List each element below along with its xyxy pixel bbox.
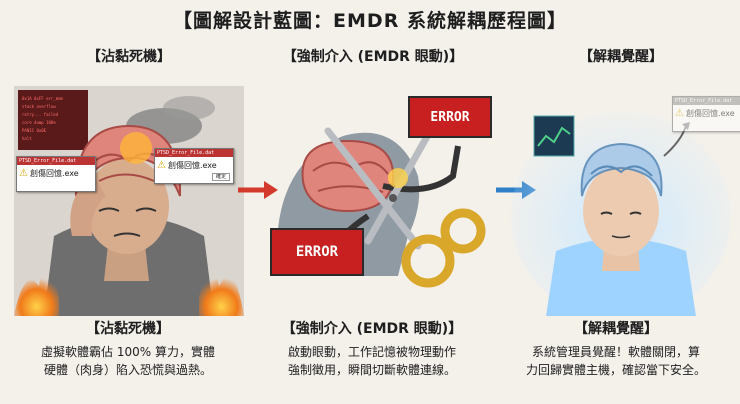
svg-text:retry... failed: retry... failed xyxy=(22,112,59,117)
page-title: 【圖解設計藍圖：EMDR 系統解耦歷程圖】 xyxy=(173,10,567,32)
fading-popup-window: PTSD_Error_File.dat ⚠創傷回憶.exe xyxy=(672,96,740,132)
caption-3: 【解耦覺醒】 系統管理員覺醒！軟體關閉，算 力回歸實體主機，確認當下安全。 xyxy=(496,318,736,379)
caption-1: 【沾黏死機】 虛擬軟體霸佔 100% 算力，實體 硬體（肉身）陷入恐慌與過熱。 xyxy=(8,318,248,379)
warning-icon: ⚠ xyxy=(19,168,28,179)
popup-2-message: 創傷回憶.exe xyxy=(167,161,217,170)
panel-2-title: 【強制介入 (EMDR 眼動)】 xyxy=(282,49,464,65)
caption-2-title: 【強制介入 (EMDR 眼動)】 xyxy=(281,321,463,337)
caption-1-title: 【沾黏死機】 xyxy=(86,321,170,337)
error-screen-bottom: ERROR xyxy=(270,228,364,276)
popup-ok-button: 確定 xyxy=(212,173,230,181)
warning-icon: ⚠ xyxy=(157,160,166,171)
spark-icon xyxy=(388,168,408,188)
fading-popup-title-bar: PTSD_Error_File.dat xyxy=(673,97,740,105)
cable-upper xyxy=(382,145,461,193)
caption-3-line-1: 系統管理員覺醒！軟體關閉，算 xyxy=(531,345,700,359)
panel-3-title: 【解耦覺醒】 xyxy=(579,49,663,65)
svg-text:0x1A 0xFF err_mem: 0x1A 0xFF err_mem xyxy=(22,96,64,101)
svg-text:halt: halt xyxy=(22,136,32,141)
fading-popup-message: 創傷回憶.exe xyxy=(685,109,735,118)
caption-2-line-1: 啟動眼動，工作記憶被物理動作 xyxy=(287,345,456,359)
svg-text:PANIC 0x0E: PANIC 0x0E xyxy=(22,128,47,133)
caption-3-line-2: 力回歸實體主機，確認當下安全。 xyxy=(525,363,706,377)
panel-1-title: 【沾黏死機】 xyxy=(87,49,171,65)
calm-person-illustration xyxy=(511,111,731,316)
face xyxy=(85,158,169,254)
error-popup-window-2: PTSD_Error_File.dat ⚠創傷回憶.exe 確定 xyxy=(154,148,234,184)
caption-2: 【強制介入 (EMDR 眼動)】 啟動眼動，工作記憶被物理動作 強制徵用，瞬間切… xyxy=(252,318,492,379)
tshirt xyxy=(546,238,696,316)
spark-burst xyxy=(120,132,152,164)
flames-left xyxy=(14,268,59,316)
calm-face xyxy=(583,166,659,256)
error-screen-top: ERROR xyxy=(408,96,492,138)
flames-right xyxy=(199,268,244,316)
caption-3-title: 【解耦覺醒】 xyxy=(574,321,658,337)
caption-1-line-2: 硬體（肉身）陷入恐慌與過熱。 xyxy=(43,363,212,377)
popup-2-title-bar: PTSD_Error_File.dat xyxy=(155,149,233,157)
panel-forced-intervention: 【強制介入 (EMDR 眼動)】 ERROR ERROR xyxy=(258,46,492,316)
arrow-right-red-icon xyxy=(238,181,278,199)
error-popup-window: PTSD_Error_File.dat ⚠創傷回憶.exe xyxy=(16,156,96,192)
cool-brain xyxy=(580,142,663,197)
svg-text:stack overflow: stack overflow xyxy=(22,104,56,109)
popup-message: 創傷回憶.exe xyxy=(29,169,79,178)
caption-2-line-2: 強制徵用，瞬間切斷軟體連線。 xyxy=(287,363,456,377)
code-screen-left xyxy=(18,90,88,150)
svg-text:core dump 100%: core dump 100% xyxy=(22,120,56,125)
status-monitor xyxy=(533,115,575,157)
caption-1-line-1: 虛擬軟體霸佔 100% 算力，實體 xyxy=(41,345,215,359)
warning-icon: ⚠ xyxy=(675,108,684,119)
popup-title-bar: PTSD_Error_File.dat xyxy=(17,157,95,165)
panel-decoupled-awakening: 【解耦覺醒】 PTSD_Error_File.dat ⚠創傷回憶.exe xyxy=(506,46,740,316)
